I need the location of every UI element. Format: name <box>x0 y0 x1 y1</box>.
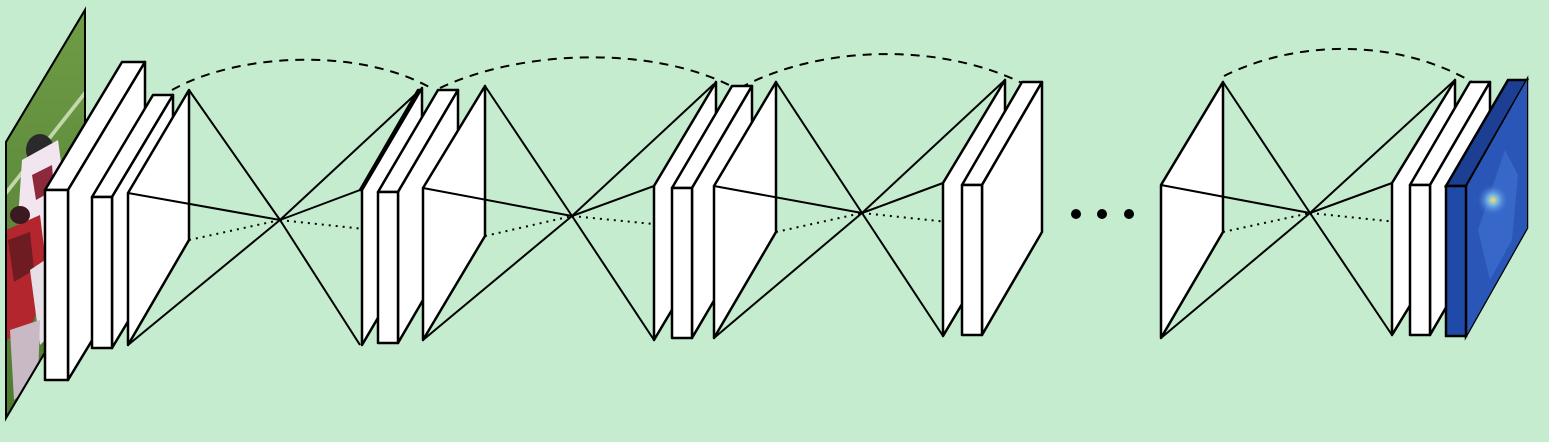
hourglass-stage-2 <box>421 83 715 342</box>
hourglass-stage-4 <box>1159 79 1456 340</box>
skip-connection-4 <box>1223 47 1473 83</box>
skip-connection-2 <box>439 56 732 89</box>
ellipsis <box>1071 209 1134 219</box>
skip-connection-3 <box>739 53 1025 89</box>
hourglass-stage-3 <box>712 79 1006 340</box>
hourglass-stage-1 <box>126 88 421 347</box>
skip-connection-1 <box>171 58 432 91</box>
intermediate-blocks-3 <box>941 78 1044 338</box>
